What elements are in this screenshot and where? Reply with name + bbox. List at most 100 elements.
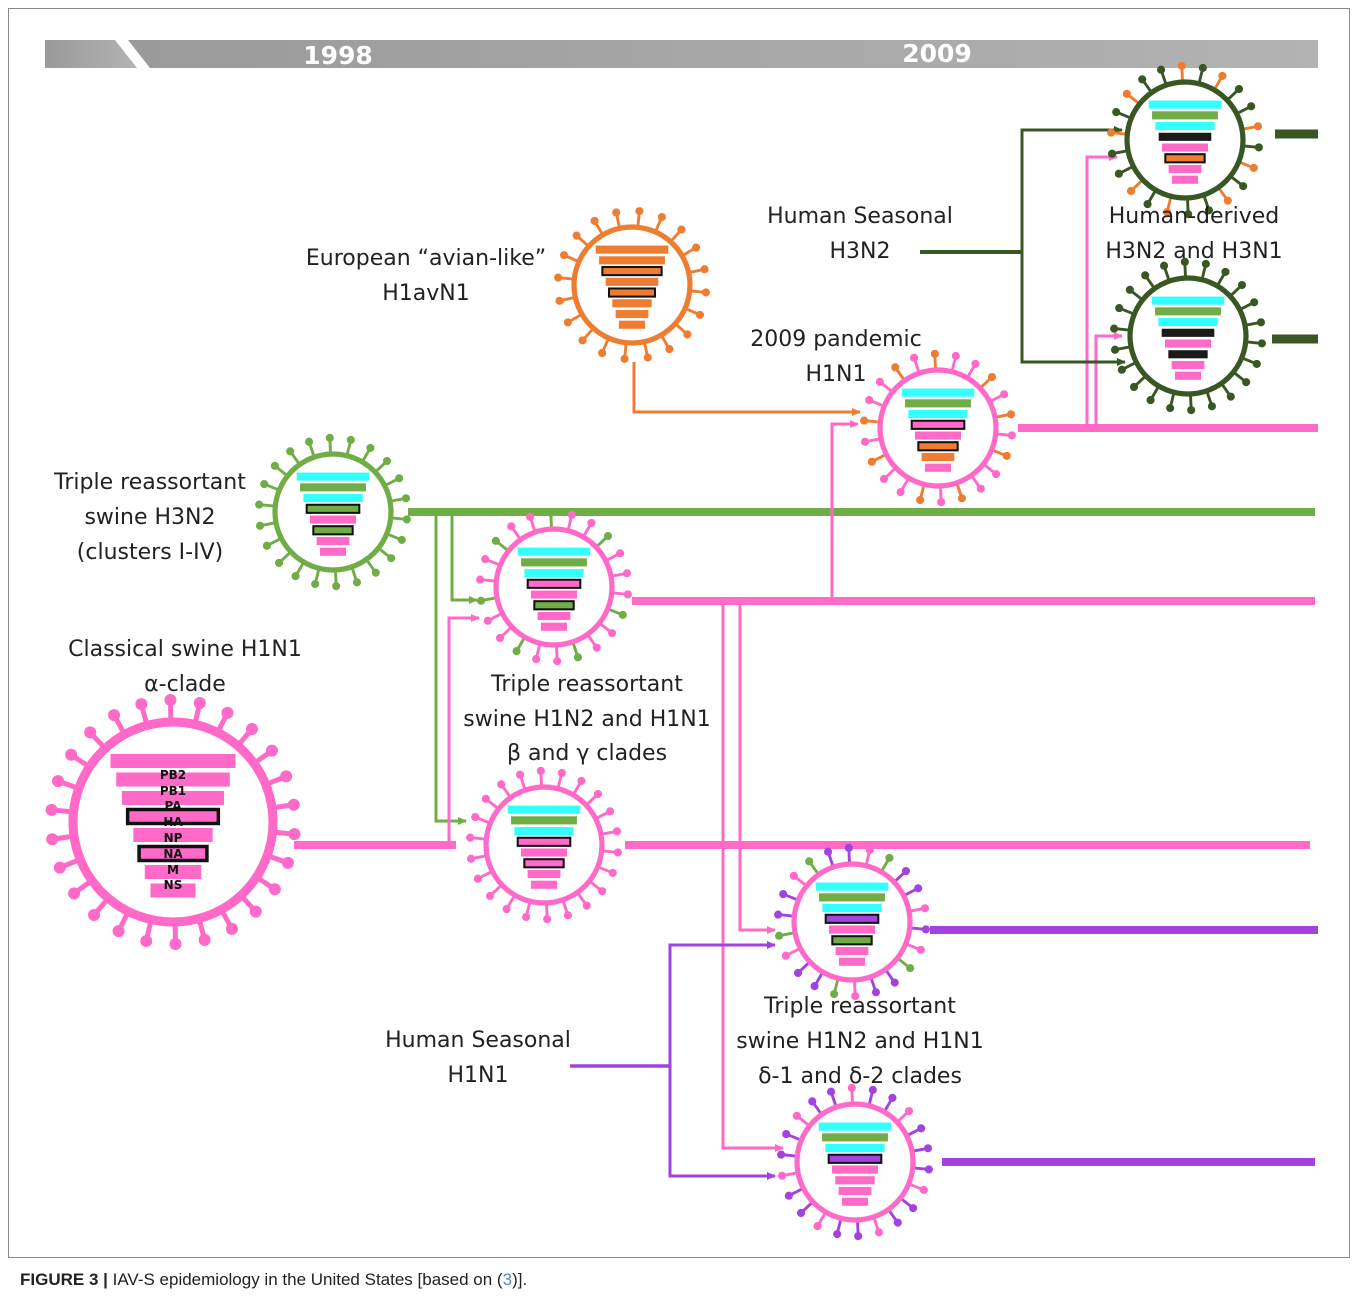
- caption-reference-link[interactable]: 3: [502, 1270, 513, 1289]
- label-european-line1: European “avian-like”: [306, 246, 546, 271]
- label-pandemic-line1: 2009 pandemic: [750, 327, 922, 352]
- virus-spike-knob: [919, 1185, 928, 1194]
- virus-spike-knob: [813, 1222, 822, 1231]
- virus-spike-knob: [249, 905, 262, 918]
- virus-spike-knob: [1249, 163, 1258, 172]
- virus-spike-knob: [860, 437, 870, 446]
- gene-segment-bar: [300, 483, 366, 492]
- virus-spike-knob: [826, 1087, 836, 1096]
- gene-segment-bar: [815, 882, 889, 891]
- virus-spike-knob: [777, 1171, 787, 1180]
- virus-spike-knob: [904, 1106, 914, 1116]
- virus-spike-knob: [546, 508, 555, 517]
- virus-spike-knob: [916, 496, 925, 505]
- virus-spike-knob: [287, 798, 300, 811]
- virus-european-avian-like-icon: [554, 207, 710, 363]
- gene-segment-bar: [924, 463, 952, 472]
- virus-spike-knob: [46, 833, 59, 846]
- virus-spike-knob: [84, 726, 97, 739]
- virus-spike-knob: [332, 582, 341, 591]
- caption-text-end: )].: [512, 1270, 528, 1289]
- gene-segment-bar: [296, 472, 370, 481]
- virus-spike-knob: [515, 770, 525, 779]
- gene-segment-bar: [516, 836, 572, 847]
- label-tr-beta-gamma-line2: swine H1N2 and H1N1: [463, 707, 710, 732]
- virus-spike-knob: [265, 744, 278, 757]
- virus-spike-knob: [481, 555, 490, 564]
- gene-segment-bar: [1168, 350, 1208, 359]
- virus-spike-knob: [311, 580, 320, 589]
- virus-spike-knob: [52, 775, 65, 788]
- label-european-line2: H1avN1: [382, 281, 470, 306]
- virus-spike-knob: [45, 803, 58, 816]
- virus-spike-knob: [1125, 285, 1134, 294]
- gene-segment-bar: [615, 309, 649, 319]
- gene-segment-bar: [305, 503, 361, 514]
- gene-segment-bar: [537, 611, 571, 621]
- virus-spike-knob: [796, 1208, 806, 1218]
- virus-spike-knob: [169, 937, 182, 950]
- virus-spike-knob: [387, 554, 396, 563]
- virus-spike-knob: [164, 694, 177, 707]
- virus-spike-knob: [481, 794, 490, 803]
- virus-spike-knob: [951, 351, 960, 360]
- segment-label-np: NP: [164, 831, 183, 845]
- virus-spike-knob: [1247, 102, 1256, 111]
- virus-spike-knob: [789, 871, 798, 880]
- virus-spike-knob: [553, 657, 562, 666]
- virus-spike-knob: [522, 913, 531, 922]
- gene-segment-bar: [121, 791, 225, 805]
- virus-spike-knob: [1198, 63, 1207, 72]
- virus-spike-knob: [867, 457, 876, 466]
- virus-spike-knob: [198, 933, 211, 946]
- virus-spike-knob: [612, 827, 622, 836]
- label-human-h1n1-line2: H1N1: [448, 1063, 509, 1088]
- virus-spike-knob: [262, 541, 271, 550]
- virus-spike-knob: [608, 868, 617, 877]
- virus-spike-knob: [286, 447, 295, 456]
- virus-spike-knob: [1166, 404, 1175, 413]
- virus-spike-knob: [808, 1097, 817, 1106]
- virus-spike-knob: [616, 549, 625, 558]
- virus-spike-knob: [291, 572, 300, 581]
- connector-h3n2-to-beta: [450, 512, 478, 604]
- virus-spike-knob: [397, 535, 406, 544]
- gene-segment-bar: [1165, 339, 1211, 348]
- virus-spike-knob: [582, 901, 591, 910]
- virus-spike-knob: [1256, 318, 1266, 327]
- gene-segment-bar: [521, 558, 587, 567]
- gene-segment-bar: [144, 865, 202, 879]
- connector-h3n2-to-hd2: [1020, 252, 1126, 366]
- virus-spike-knob: [879, 474, 889, 484]
- virus-spike-knob: [874, 1228, 884, 1237]
- gene-segment-bar: [1161, 328, 1215, 337]
- virus-spike-knob: [543, 915, 552, 924]
- virus-spike-knob: [1218, 71, 1227, 80]
- virus-spike-knob: [473, 874, 482, 883]
- connector-h3n2-to-gamma: [434, 512, 467, 825]
- virus-spike-knob: [810, 982, 819, 991]
- virus-spike-knob: [779, 890, 788, 899]
- virus-spike-knob: [937, 498, 946, 507]
- virus-spike-knob: [525, 512, 535, 521]
- virus-spike-knob: [823, 847, 833, 856]
- virus-spike-knob: [916, 945, 925, 954]
- label-classical-line2: α-clade: [144, 672, 226, 697]
- virus-spike-knob: [957, 494, 967, 503]
- segment-label-ns: NS: [164, 878, 183, 892]
- label-tr-beta-gamma-line3: β and γ clades: [507, 741, 667, 766]
- label-tr-beta-gamma-line1: Triple reassortant: [490, 672, 683, 697]
- virus-spike-knob: [1110, 345, 1120, 354]
- virus-spike-knob: [1112, 108, 1121, 117]
- virus-spike-knob: [1115, 304, 1124, 313]
- gene-segment-bar: [601, 266, 663, 277]
- virus-spike-knob: [1223, 196, 1232, 205]
- label-pandemic-line2: H1N1: [806, 362, 867, 387]
- connector-h3n2-to-hd1: [1020, 126, 1123, 252]
- virus-spike-knob: [270, 461, 279, 470]
- gene-segment-bar: [1152, 111, 1218, 120]
- virus-spike-knob: [401, 494, 411, 503]
- virus-spike-knob: [657, 212, 666, 222]
- gene-segment-bar: [526, 578, 582, 589]
- virus-spike-knob: [885, 853, 894, 862]
